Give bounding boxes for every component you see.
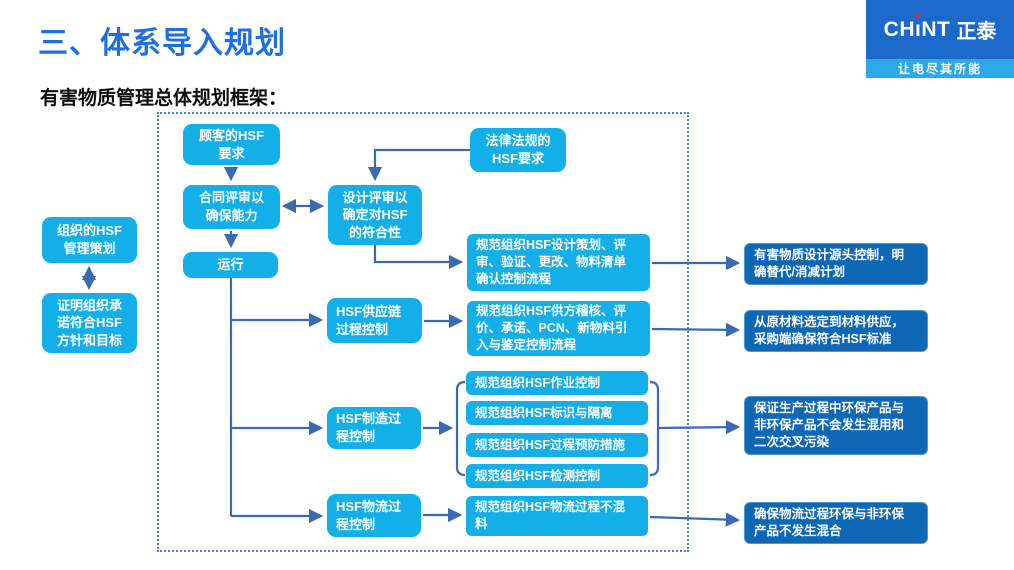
node-supply-chain-process-control: HSF供应链 过程控制 — [327, 298, 422, 343]
node-customer-hsf-requirements: 顾客的HSF 要求 — [183, 124, 280, 165]
logo-letter-i: ı — [915, 13, 921, 41]
node-outcome-procurement-hsf-standard: 从原材料选定到材料供应， 采购端确保符合HSF标准 — [744, 310, 928, 352]
node-design-review-hsf-conformity: 设计评审以 确定对HSF 的符合性 — [328, 185, 422, 245]
node-legal-hsf-requirements: 法律法规的 HSF要求 — [470, 128, 566, 172]
node-outcome-no-cross-contamination: 保证生产过程中环保产品与 非环保产品不会发生混用和 二次交叉污染 — [744, 396, 928, 455]
node-outcome-logistics-no-mixing: 确保物流过程环保与非环保 产品不发生混合 — [744, 502, 928, 544]
node-contract-review: 合同评审以 确保能力 — [183, 185, 280, 229]
logo-red-dot-icon — [916, 13, 920, 18]
node-mfg-testing-control: 规范组织HSF检测控制 — [466, 464, 648, 488]
chint-logo-chinese: 正泰 — [956, 21, 997, 43]
node-org-commitment-hsf-policy: 证明组织承 诺符合HSF 方针和目标 — [42, 293, 137, 353]
node-mfg-identification-isolation: 规范组织HSF标识与隔离 — [466, 401, 648, 425]
node-mfg-operation-control: 规范组织HSF作业控制 — [466, 371, 648, 395]
node-logistics-process-control: HSF物流过 程控制 — [327, 494, 421, 537]
node-operation: 运行 — [183, 252, 278, 278]
flowchart-dashed-frame — [157, 112, 689, 552]
logo-tagline: 让电尽其所能 — [866, 59, 1014, 78]
node-org-hsf-management-planning: 组织的HSF 管理策划 — [42, 217, 137, 263]
page-title: 三、体系导入规划 — [38, 27, 286, 60]
node-logistics-no-mixing-process: 规范组织HSF物流过程不混 料 — [466, 496, 648, 536]
logo-latin-right: NT — [921, 17, 951, 41]
node-outcome-design-source-control: 有害物质设计源头控制，明 确替代/消减计划 — [744, 243, 928, 285]
logo-latin-left: CH — [883, 17, 915, 41]
node-design-control-process: 规范组织HSF设计策划、评 审、验证、更改、物料清单 确认控制流程 — [467, 234, 650, 291]
node-supplier-control-process: 规范组织HSF供方稽核、评 价、承诺、PCN、新物料引 入与鉴定控制流程 — [467, 301, 650, 356]
section-subtitle: 有害物质管理总体规划框架： — [40, 88, 288, 109]
node-mfg-process-prevention: 规范组织HSF过程预防措施 — [466, 433, 648, 457]
node-manufacturing-process-control: HSF制造过 程控制 — [327, 407, 421, 449]
